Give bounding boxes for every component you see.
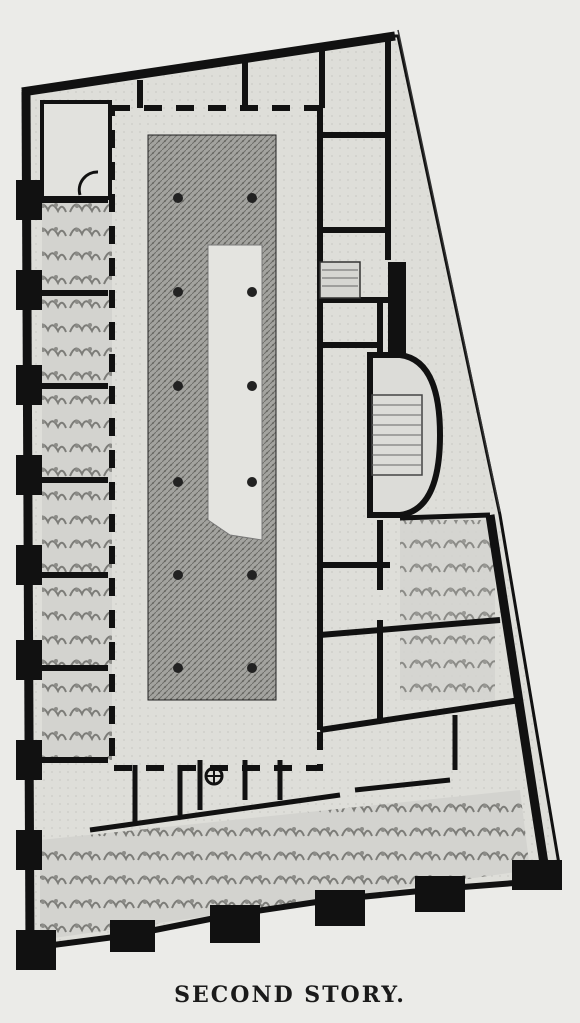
lot-line (397, 29, 501, 513)
secondary-stair (319, 261, 361, 299)
stair-tower (388, 262, 406, 357)
northwest-lavatory (40, 100, 112, 200)
drawing-caption: SECOND STORY. (174, 982, 406, 1008)
hall-columns (173, 193, 257, 673)
east-court-planting (400, 520, 495, 700)
south-piers (110, 860, 562, 952)
floor-plan (16, 29, 562, 970)
east-range (317, 108, 521, 733)
south-service-rooms (89, 715, 458, 833)
south-planting (40, 790, 530, 940)
north-rooms (137, 40, 391, 260)
light-well (207, 244, 263, 541)
west-piers (16, 180, 56, 970)
